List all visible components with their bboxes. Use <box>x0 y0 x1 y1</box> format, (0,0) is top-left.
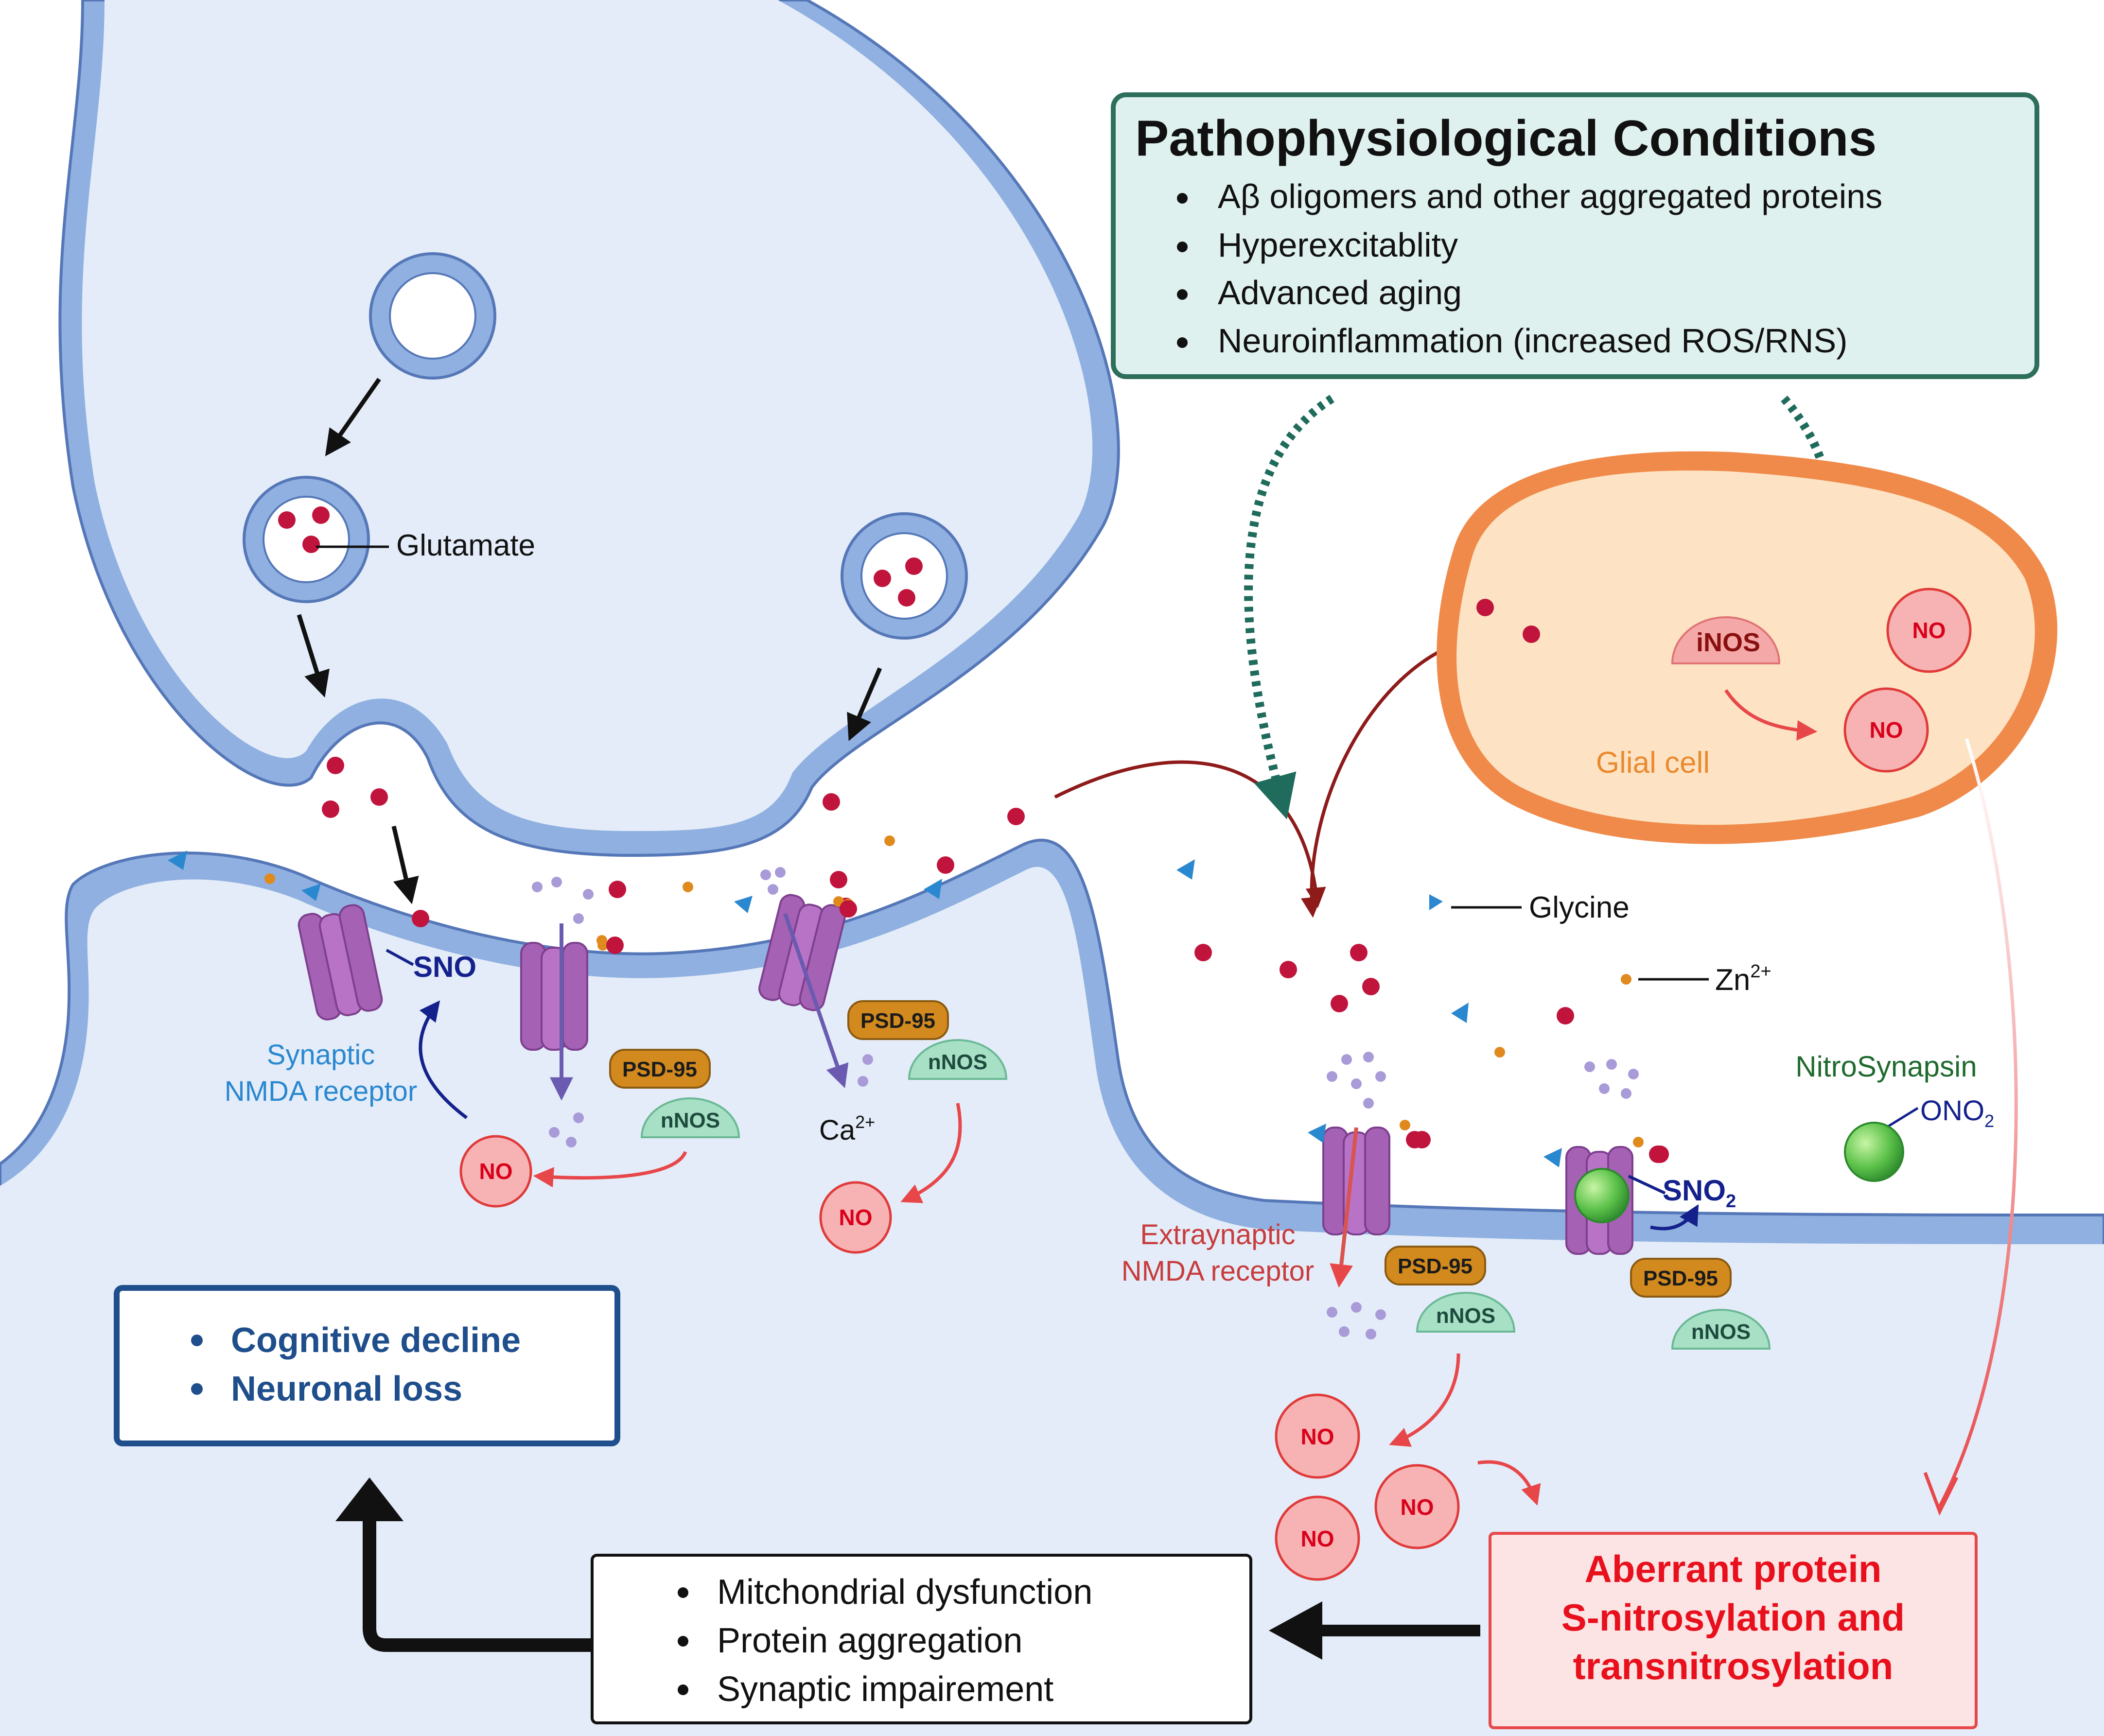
mechanism-box: Mitchondrial dysfunction Protein aggrega… <box>591 1554 1252 1724</box>
no-molecule-glial-1: NO <box>1886 588 1972 673</box>
no-molecule-2: NO <box>819 1181 892 1254</box>
glutamate-vesicle-2 <box>841 512 968 640</box>
mechanism-item-3: Synaptic impairement <box>717 1670 1053 1709</box>
glial-no-arrow <box>1938 738 2018 1508</box>
nnos-1: nNOS <box>640 1097 740 1138</box>
vesicle-arrow-3 <box>847 667 882 741</box>
aberrant-line-1: Aberrant protein <box>1584 1547 1881 1590</box>
inos-enzyme: iNOS <box>1671 616 1781 664</box>
psd95-3: PSD-95 <box>1385 1246 1486 1285</box>
condition-item-1: Aβ oligomers and other aggregated protei… <box>1218 177 1882 215</box>
no-molecule-3: NO <box>1275 1393 1360 1479</box>
glycine-label: Glycine <box>1529 891 1630 924</box>
svg-text:iNOS: iNOS <box>1696 628 1760 657</box>
svg-text:PSD-95: PSD-95 <box>1643 1267 1718 1290</box>
conditions-title: Pathophysiological Conditions <box>1135 110 1876 167</box>
postsynaptic-cytoplasm <box>0 867 2104 1736</box>
vesicle-arrow-2 <box>297 614 330 698</box>
svg-text:NO: NO <box>1870 717 1903 743</box>
sno-label: SNO <box>413 951 476 983</box>
calcium-ions <box>532 867 873 1147</box>
nmda-receptor-2 <box>520 942 588 1051</box>
release-arrow <box>391 825 419 904</box>
mechanism-item-2: Protein aggregation <box>717 1621 1022 1660</box>
sno2-label: SNO2 <box>1663 1174 1736 1212</box>
ono2-label: ONO2 <box>1920 1095 1994 1131</box>
nnos-2: nNOS <box>908 1039 1008 1080</box>
cleft-glycine <box>168 851 1469 1023</box>
condition-item-3: Advanced aging <box>1218 274 1462 312</box>
extrasynaptic-receptor-label-1: Extraynaptic <box>1140 1219 1295 1250</box>
outcome-item-1: Cognitive decline <box>231 1321 521 1360</box>
glial-cell-label: Glial cell <box>1596 746 1710 780</box>
nnos-3: nNOS <box>1416 1292 1516 1333</box>
empty-vesicle <box>369 252 496 380</box>
synaptic-receptor-label-1: Synaptic <box>267 1039 375 1071</box>
glutamate-label: Glutamate <box>396 529 535 562</box>
zinc-label: Zn2+ <box>1715 961 1771 997</box>
psd95-4: PSD-95 <box>1630 1258 1732 1298</box>
svg-text:NO: NO <box>1301 1526 1334 1551</box>
svg-text:NO: NO <box>479 1159 513 1184</box>
svg-text:nNOS: nNOS <box>1691 1320 1751 1344</box>
calcium-label: Ca2+ <box>819 1112 875 1146</box>
svg-text:NO: NO <box>1912 618 1946 643</box>
nitrosynapsin-label: NitroSynapsin <box>1795 1050 1977 1083</box>
svg-text:NO: NO <box>839 1205 873 1230</box>
svg-text:nNOS: nNOS <box>1436 1304 1495 1328</box>
outcome-arrow <box>363 1516 591 1652</box>
outcome-box: Cognitive decline Neuronal loss <box>114 1285 620 1446</box>
nitrosynapsin-in-channel <box>1574 1168 1630 1223</box>
condition-item-2: Hyperexcitablity <box>1218 226 1458 264</box>
nitrosynapsin-molecule <box>1844 1122 1904 1182</box>
no-molecule-1: NO <box>459 1135 532 1208</box>
no-molecule-5: NO <box>1275 1495 1360 1581</box>
aberrant-box: Aberrant protein S-nitrosylation and tra… <box>1489 1532 1978 1729</box>
no-molecule-glial-2: NO <box>1843 687 1929 773</box>
condition-arrow-2 <box>1781 396 1842 602</box>
extrasynaptic-ions <box>1327 1052 1639 1339</box>
outcome-item-2: Neuronal loss <box>231 1370 462 1408</box>
no-molecule-4: NO <box>1374 1464 1460 1549</box>
vesicle-arrow-1 <box>325 378 381 456</box>
glial-uptake-arrow <box>1301 637 1468 918</box>
nnos-4: nNOS <box>1671 1309 1771 1350</box>
conditions-box: Pathophysiological Conditions Aβ oligome… <box>1111 92 2039 379</box>
glutamate-vesicle-1 <box>243 476 370 603</box>
sno-navy-arrow <box>419 1000 468 1119</box>
mechanism-item-1: Mitchondrial dysfunction <box>717 1573 1092 1612</box>
synaptic-receptor-label-2: NMDA receptor <box>225 1076 417 1107</box>
aberrant-line-2: S-nitrosylation and <box>1561 1596 1905 1639</box>
condition-arrow-1 <box>1244 395 1334 820</box>
zinc-legend-dot <box>1621 974 1631 985</box>
psd95-1: PSD-95 <box>609 1049 711 1089</box>
svg-text:nNOS: nNOS <box>661 1109 720 1132</box>
svg-text:NO: NO <box>1301 1424 1334 1449</box>
aberrant-line-3: transnitrosylation <box>1573 1645 1894 1687</box>
svg-text:PSD-95: PSD-95 <box>1398 1254 1473 1278</box>
extrasynaptic-receptor-label-2: NMDA receptor <box>1122 1255 1314 1287</box>
svg-text:nNOS: nNOS <box>928 1050 987 1074</box>
svg-text:NO: NO <box>1401 1494 1434 1520</box>
svg-text:PSD-95: PSD-95 <box>860 1009 935 1033</box>
psd95-2: PSD-95 <box>847 1000 949 1040</box>
svg-text:PSD-95: PSD-95 <box>622 1058 697 1081</box>
presynaptic-cytoplasm <box>82 0 1093 831</box>
condition-item-4: Neuroinflammation (increased ROS/RNS) <box>1218 322 1847 360</box>
